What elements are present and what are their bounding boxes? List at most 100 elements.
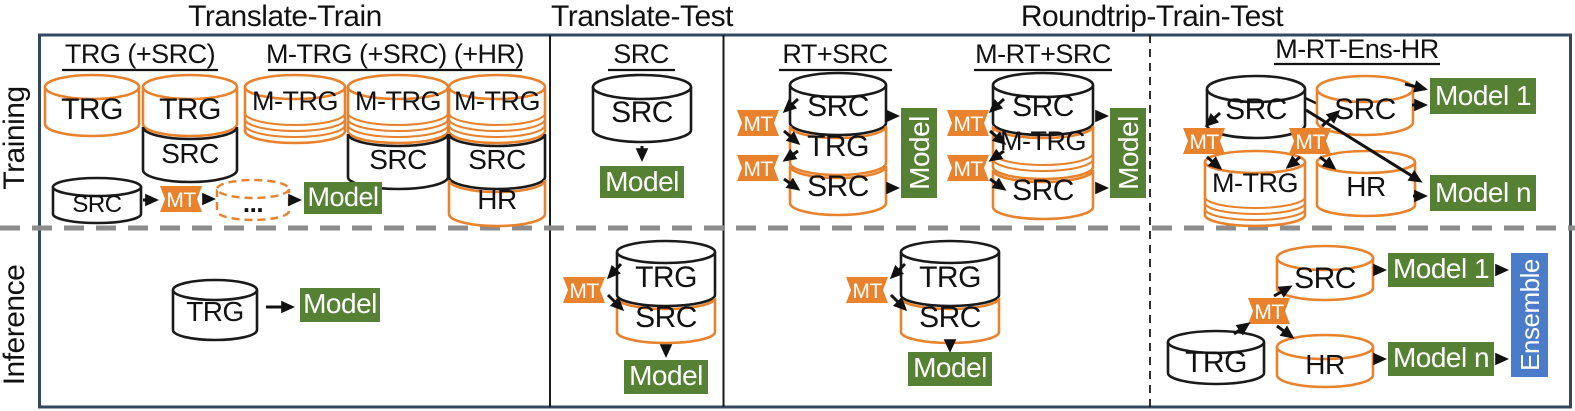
- arrow: [782, 148, 799, 162]
- arrow: [889, 262, 907, 280]
- cylinder-hr: HR: [1275, 333, 1375, 389]
- cylinder-label: SRC: [1294, 262, 1356, 295]
- cylinder-label: HR: [477, 184, 516, 215]
- row-label-training: Training: [0, 86, 31, 189]
- mt-label: MT: [743, 158, 773, 181]
- mt-label: MT: [743, 113, 773, 136]
- cylinder-label: TRG: [807, 130, 869, 163]
- arrow: [1404, 80, 1428, 93]
- arrow: [1321, 110, 1341, 128]
- cylinder-m-trg-src: M-TRG SRC: [346, 73, 450, 191]
- model-box-vertical: [1110, 108, 1146, 198]
- panel-translate-test-training: SRC SRC Model: [591, 39, 693, 198]
- arrow: [606, 293, 625, 312]
- panel-roundtrip-inference: TRG SRC MT Model: [846, 239, 1001, 386]
- arrow: [988, 97, 1006, 114]
- ellipsis-label: ...: [243, 188, 263, 218]
- arrow: [783, 129, 801, 145]
- arrow: [1204, 111, 1222, 128]
- cylinder-trg: TRG: [43, 73, 141, 138]
- model-1-label: Model 1: [1435, 80, 1531, 111]
- mt-label: MT: [953, 113, 983, 136]
- model-n-box: [1430, 175, 1536, 211]
- cylinder-src-mtrg-src: SRC M-TRG SRC: [991, 71, 1095, 221]
- cylinder-label: TRG: [635, 261, 697, 294]
- cylinder-src-original: SRC: [1205, 74, 1307, 140]
- mt-label: MT: [852, 280, 882, 303]
- row-label-inference: Inference: [0, 265, 31, 386]
- cylinder-label: TRG: [61, 93, 123, 126]
- cylinder-label: SRC: [611, 96, 673, 129]
- arrow: [1276, 324, 1295, 339]
- arrow: [606, 262, 623, 280]
- header-translate-test: Translate-Test: [551, 0, 734, 33]
- arrow: [1285, 155, 1301, 169]
- panel-translate-train-training: TRG (+SRC) M-TRG (+SRC) (+HR) TRG TRG SR…: [43, 39, 547, 228]
- subheader-m-rt-src: M-RT+SRC: [975, 39, 1111, 69]
- cylinder-label: SRC: [919, 301, 981, 334]
- arrow: [989, 177, 1007, 191]
- subheader-src: SRC: [613, 39, 669, 69]
- mt-label: MT: [569, 280, 599, 303]
- panel-m-rt-ens-hr-inference: SRC TRG HR MT Model 1 Model n Ensemble: [1166, 244, 1548, 389]
- arrow: [1273, 285, 1293, 298]
- frame-and-dividers: [0, 33, 1575, 409]
- cylinder-label: TRG: [159, 93, 221, 126]
- model-box: [300, 288, 380, 322]
- cylinder-label: SRC: [1334, 93, 1396, 126]
- mt-box: [563, 277, 605, 303]
- cylinder-label: M-TRG: [252, 86, 338, 116]
- mt-label: MT: [1254, 301, 1284, 324]
- mt-box: [737, 155, 779, 181]
- mt-box: [947, 110, 989, 136]
- subheader-trg-src: TRG (+SRC): [65, 39, 215, 69]
- arrow: [889, 293, 908, 312]
- arrow-diagonal: [1305, 108, 1423, 183]
- cylinder-label: TRG: [186, 296, 244, 327]
- model-label: Model: [904, 116, 935, 190]
- cylinder-label: SRC: [468, 144, 526, 175]
- panel-m-rt-src-training: M-RT+SRC SRC M-TRG SRC MT MT Model: [947, 39, 1146, 221]
- translate-train-pipeline: SRC MT ... Model: [51, 176, 382, 225]
- cylinder-label: SRC: [72, 191, 121, 218]
- model-box: [304, 182, 382, 214]
- cylinder-label: M-TRG: [1212, 168, 1298, 198]
- model-n-label: Model n: [1435, 177, 1531, 208]
- outer-border: [38, 33, 1572, 409]
- subheader-rt-src: RT+SRC: [782, 39, 887, 69]
- cylinder-label: M-TRG: [454, 86, 540, 116]
- mt-label: MT: [1189, 131, 1219, 154]
- model-1-box: [1388, 253, 1494, 287]
- cylinder-label: SRC: [161, 138, 219, 169]
- model-box: [600, 166, 684, 198]
- mt-box: [1289, 128, 1331, 154]
- arrow: [1233, 322, 1251, 336]
- mt-label: MT: [166, 189, 196, 212]
- header-roundtrip-train-test: Roundtrip-Train-Test: [1021, 0, 1284, 33]
- panel-rt-src-training: RT+SRC SRC TRG SRC MT MT Model: [737, 39, 937, 217]
- cylinder-label: SRC: [1225, 93, 1287, 126]
- model-1-label: Model 1: [1393, 253, 1489, 284]
- cylinder-src-roundtrip: SRC: [1315, 74, 1415, 137]
- cylinder-dashed-placeholder: ...: [215, 178, 291, 222]
- ensemble-box: [1511, 253, 1548, 377]
- cylinder-src: SRC: [591, 73, 693, 144]
- subheader-m-rt-ens-hr: M-RT-Ens-HR: [1275, 34, 1439, 64]
- cylinder-label: HR: [1346, 171, 1385, 202]
- model-label: Model: [605, 166, 679, 197]
- cylinder-label: TRG: [919, 261, 981, 294]
- top-headers: Translate-Train Translate-Test Roundtrip…: [188, 0, 1285, 33]
- model-1-box: [1430, 78, 1536, 114]
- model-n-label: Model n: [1393, 342, 1489, 373]
- subheader-mtrg-src-hr: M-TRG (+SRC) (+HR): [266, 39, 524, 69]
- arrow: [988, 148, 1005, 162]
- cylinder-trg: TRG: [1166, 329, 1266, 386]
- row-labels: Training Inference: [0, 86, 31, 385]
- model-label: Model: [629, 360, 703, 391]
- mt-box: [1183, 128, 1225, 154]
- cylinder-label: HR: [1305, 349, 1344, 380]
- cylinder-label: SRC: [635, 301, 697, 334]
- mt-box: [846, 277, 888, 303]
